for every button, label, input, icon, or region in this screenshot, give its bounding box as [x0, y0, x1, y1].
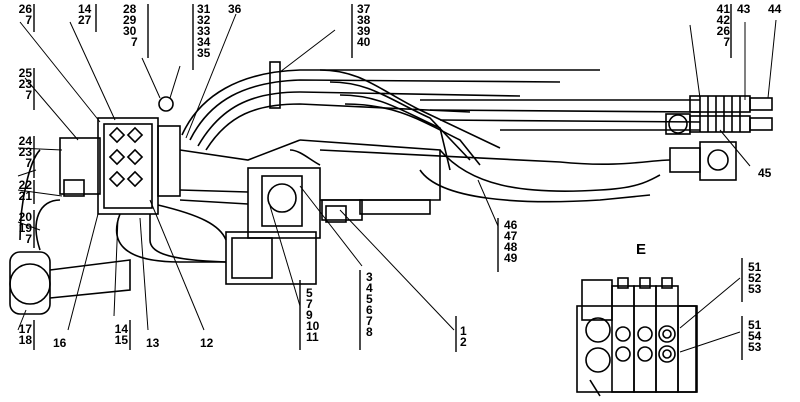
hose-clamp — [269, 61, 281, 109]
callout-bottom-1: 16 — [53, 336, 67, 350]
callout-top-8: 43 — [737, 2, 751, 16]
right-couplings — [665, 95, 773, 181]
control-valve-block — [59, 96, 181, 215]
leader-lines — [17, 13, 777, 353]
left-pump-unit — [9, 149, 131, 315]
hose-bundle — [181, 69, 701, 171]
callout-top-5: 36 — [228, 2, 242, 16]
view-label-e: E — [636, 241, 647, 258]
callout-bottom-3: 13 — [146, 336, 160, 350]
central-pump-housing — [225, 139, 441, 285]
callout-bottom-4: 12 — [200, 336, 214, 350]
callout-top-9: 44 — [768, 2, 782, 16]
callout-right-1: 45 — [758, 166, 772, 180]
detail-view-e — [576, 277, 698, 397]
